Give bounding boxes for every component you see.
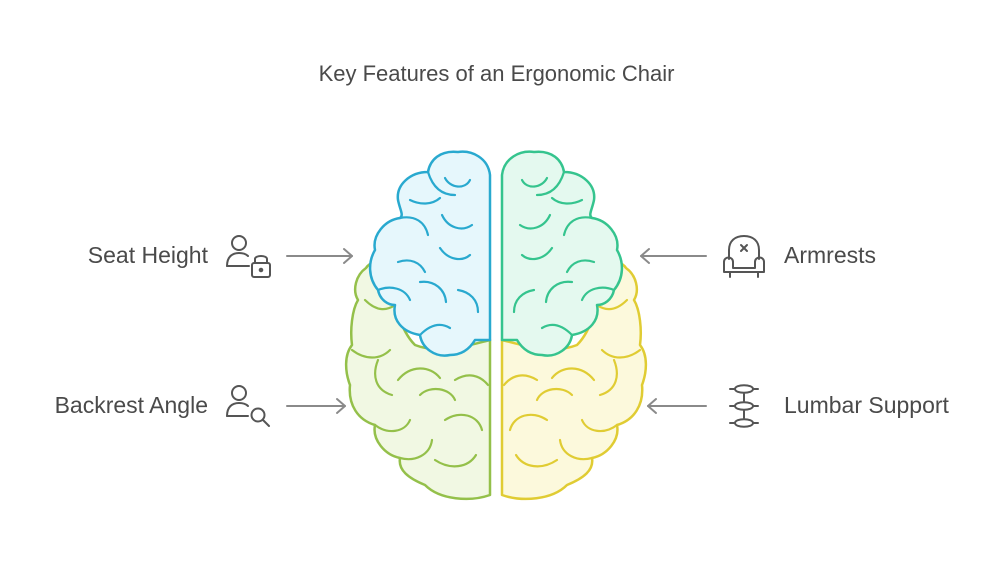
arrow-armrests — [640, 248, 707, 264]
user-lock-icon — [226, 235, 271, 278]
label-backrest-angle: Backrest Angle — [54, 392, 208, 418]
label-lumbar-support: Lumbar Support — [784, 392, 949, 418]
armchair-icon — [723, 235, 765, 278]
arrow-seat-height — [286, 248, 353, 264]
user-search-icon — [226, 385, 270, 427]
spine-icon — [729, 384, 759, 428]
brain-quadrant-armrests — [500, 150, 624, 357]
arrow-backrest-angle — [286, 398, 346, 414]
brain-quadrant-seat-height — [368, 150, 492, 357]
label-armrests: Armrests — [784, 242, 876, 268]
label-seat-height: Seat Height — [87, 242, 208, 268]
arrow-lumbar-support — [647, 398, 707, 414]
diagram-title: Key Features of an Ergonomic Chair — [318, 61, 675, 86]
